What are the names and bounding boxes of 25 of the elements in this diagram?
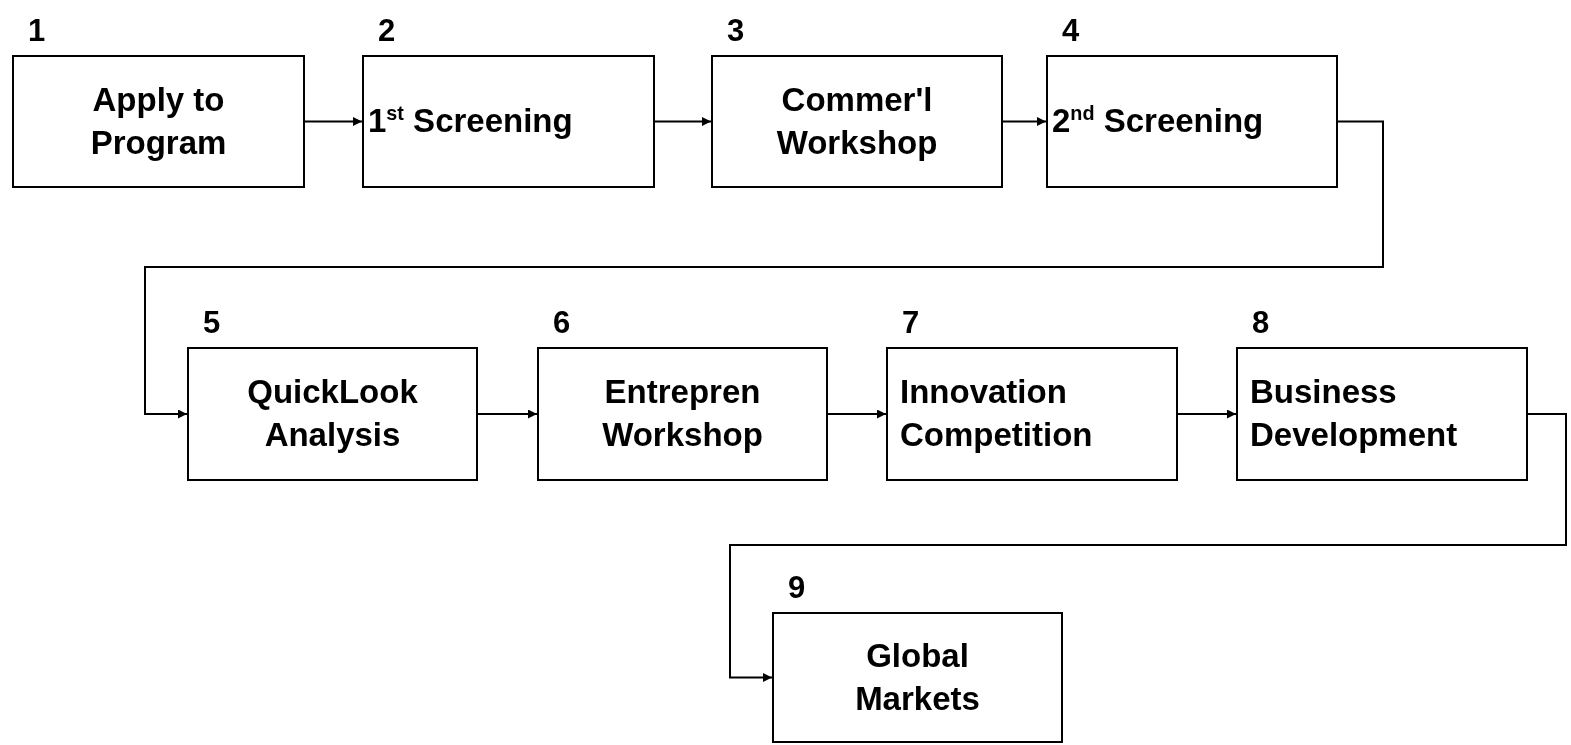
step-number: 9 — [788, 570, 806, 606]
step-label: Innovation Competition — [900, 372, 1094, 455]
step-number: 1 — [28, 13, 46, 49]
step-label: Business Development — [1250, 372, 1459, 455]
step-label: Global Markets — [854, 635, 981, 719]
step-label: 1$^{st}$ Screening — [368, 101, 573, 142]
step-number: 5 — [203, 305, 221, 341]
arrow — [1002, 117, 1047, 126]
step-number: 7 — [902, 305, 920, 341]
step-number: 8 — [1252, 305, 1270, 341]
arrow — [1177, 409, 1237, 419]
step-label: QuickLook Analysis — [246, 372, 419, 455]
step-label: 2$^{nd}$ Screening — [1052, 101, 1264, 142]
step-number: 2 — [378, 13, 396, 49]
arrow — [729, 413, 1567, 682]
step-number: 6 — [553, 305, 571, 341]
step-label: Apply to Program — [89, 79, 228, 163]
arrow — [477, 409, 538, 419]
step-label: Commer'l Workshop — [775, 79, 939, 163]
step-label: Entrepren Workshop — [601, 372, 764, 455]
step-number: 3 — [727, 13, 745, 49]
arrow — [827, 409, 887, 419]
arrow — [654, 117, 712, 126]
step-number: 4 — [1062, 13, 1080, 49]
arrow — [304, 117, 363, 126]
